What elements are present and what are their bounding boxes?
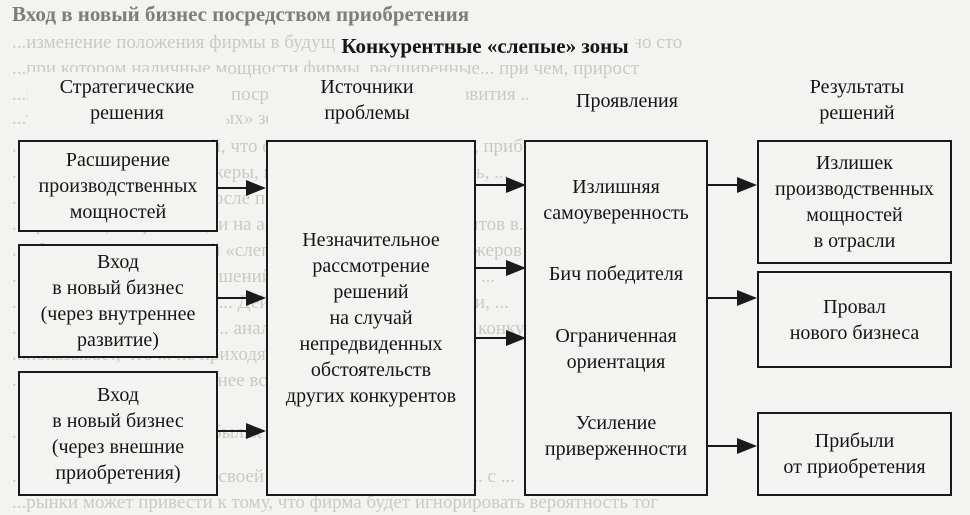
diagram-title: Конкурентные «слепые» зоны — [0, 34, 970, 59]
strategic-box-internal-entry: Вход в новый бизнес (через внутреннее ра… — [18, 244, 218, 358]
strategic-box-acquisition-entry: Вход в новый бизнес (через внешние приоб… — [18, 371, 218, 496]
source-box-label: Незначительное рассмотрение решений на с… — [285, 229, 457, 407]
strategic-box-label: Вход в новый бизнес (через внешние приоб… — [51, 383, 185, 484]
manifestation-limited-orientation: Ограниченная ориентация — [555, 324, 677, 373]
column-header-manifestations: Проявления — [528, 86, 726, 116]
result-box-excess-capacity: Излишек производственных мощностей в отр… — [757, 140, 952, 264]
manifestations-box: Излишняя самоуверенность Бич победителя … — [524, 140, 708, 496]
column-header-sources: Источники проблемы — [268, 72, 466, 128]
diagram-title-text: Конкурентные «слепые» зоны — [335, 34, 635, 58]
result-box-business-failure: Провал нового бизнеса — [757, 271, 952, 368]
manifestation-winners-curse: Бич победителя — [548, 263, 684, 286]
column-header-strategic: Стратегические решения — [28, 72, 226, 128]
strategic-box-label: Вход в новый бизнес (через внутреннее ра… — [40, 251, 196, 351]
result-box-label: Провал нового бизнеса — [789, 295, 920, 344]
strategic-box-label: Расширение производственных мощностей — [38, 149, 198, 223]
result-box-label: Прибыли от приобретения — [783, 430, 926, 478]
column-header-results: Результаты решений — [758, 72, 956, 128]
strategic-box-capacity-expansion: Расширение производственных мощностей — [18, 140, 218, 232]
result-box-acquisition-profit: Прибыли от приобретения — [757, 412, 952, 496]
manifestation-overconfidence: Излишняя самоуверенность — [543, 175, 689, 224]
manifestation-escalating-commitment: Усиление приверженности — [544, 412, 688, 461]
source-box-contingency: Незначительное рассмотрение решений на с… — [266, 140, 476, 496]
result-box-label: Излишек производственных мощностей в отр… — [775, 152, 934, 252]
